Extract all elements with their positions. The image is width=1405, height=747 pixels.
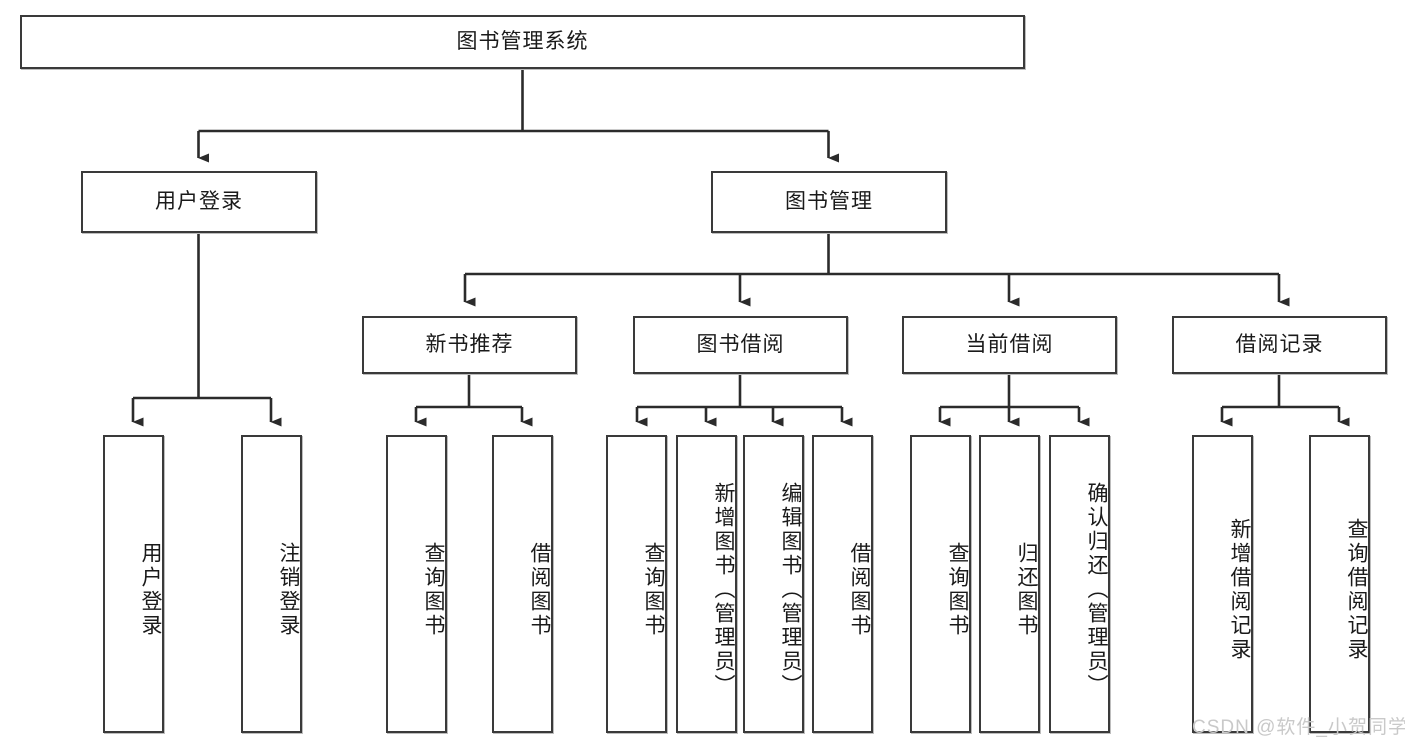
node-current-borrow[interactable]: 当前借阅 [902, 316, 1117, 374]
node-label: 用户登录 [139, 542, 162, 638]
node-label: 图书借阅 [696, 333, 785, 357]
node-label: 新增借阅记录 [1228, 518, 1251, 662]
csdn-watermark: CSDN @软件_小贺同学 [1192, 717, 1405, 738]
node-user-login[interactable]: 用户登录 [81, 171, 317, 233]
node-label: 借阅图书 [848, 542, 871, 638]
leaf-borrow-query-book[interactable]: 查询图书 [606, 435, 667, 733]
leaf-user-login[interactable]: 用户登录 [103, 435, 164, 733]
leaf-record-add-record[interactable]: 新增借阅记录 [1192, 435, 1253, 733]
node-label: 注销登录 [277, 542, 300, 638]
node-book-borrow[interactable]: 图书借阅 [633, 316, 848, 374]
node-label: 确认归还（管理员） [1085, 482, 1108, 698]
node-label: 图书管理系统 [456, 30, 589, 54]
node-label: 新书推荐 [425, 333, 514, 357]
node-label: 查询借阅记录 [1345, 518, 1368, 662]
leaf-record-query-record[interactable]: 查询借阅记录 [1309, 435, 1370, 733]
leaf-logout[interactable]: 注销登录 [241, 435, 302, 733]
node-borrow-record[interactable]: 借阅记录 [1172, 316, 1387, 374]
leaf-borrow-add-book-admin[interactable]: 新增图书（管理员） [676, 435, 737, 733]
node-label: 新增图书（管理员） [712, 482, 735, 698]
node-label: 编辑图书（管理员） [779, 482, 802, 698]
node-label: 查询图书 [946, 542, 969, 638]
node-root-system[interactable]: 图书管理系统 [20, 15, 1025, 69]
node-book-management[interactable]: 图书管理 [711, 171, 947, 233]
leaf-current-confirm-return-admin[interactable]: 确认归还（管理员） [1049, 435, 1110, 733]
node-label: 借阅图书 [528, 542, 551, 638]
leaf-current-query-book[interactable]: 查询图书 [910, 435, 971, 733]
leaf-current-return-book[interactable]: 归还图书 [979, 435, 1040, 733]
node-new-book-recommend[interactable]: 新书推荐 [362, 316, 577, 374]
leaf-borrow-edit-book-admin[interactable]: 编辑图书（管理员） [743, 435, 804, 733]
node-label: 用户登录 [155, 190, 243, 214]
leaf-newbook-query-book[interactable]: 查询图书 [386, 435, 447, 733]
leaf-newbook-borrow-book[interactable]: 借阅图书 [492, 435, 553, 733]
node-label: 当前借阅 [965, 333, 1054, 357]
node-label: 查询图书 [642, 542, 665, 638]
node-label: 查询图书 [422, 542, 445, 638]
node-label: 借阅记录 [1235, 333, 1324, 357]
node-label: 归还图书 [1015, 542, 1038, 638]
node-label: 图书管理 [785, 190, 873, 214]
leaf-borrow-borrow-book[interactable]: 借阅图书 [812, 435, 873, 733]
